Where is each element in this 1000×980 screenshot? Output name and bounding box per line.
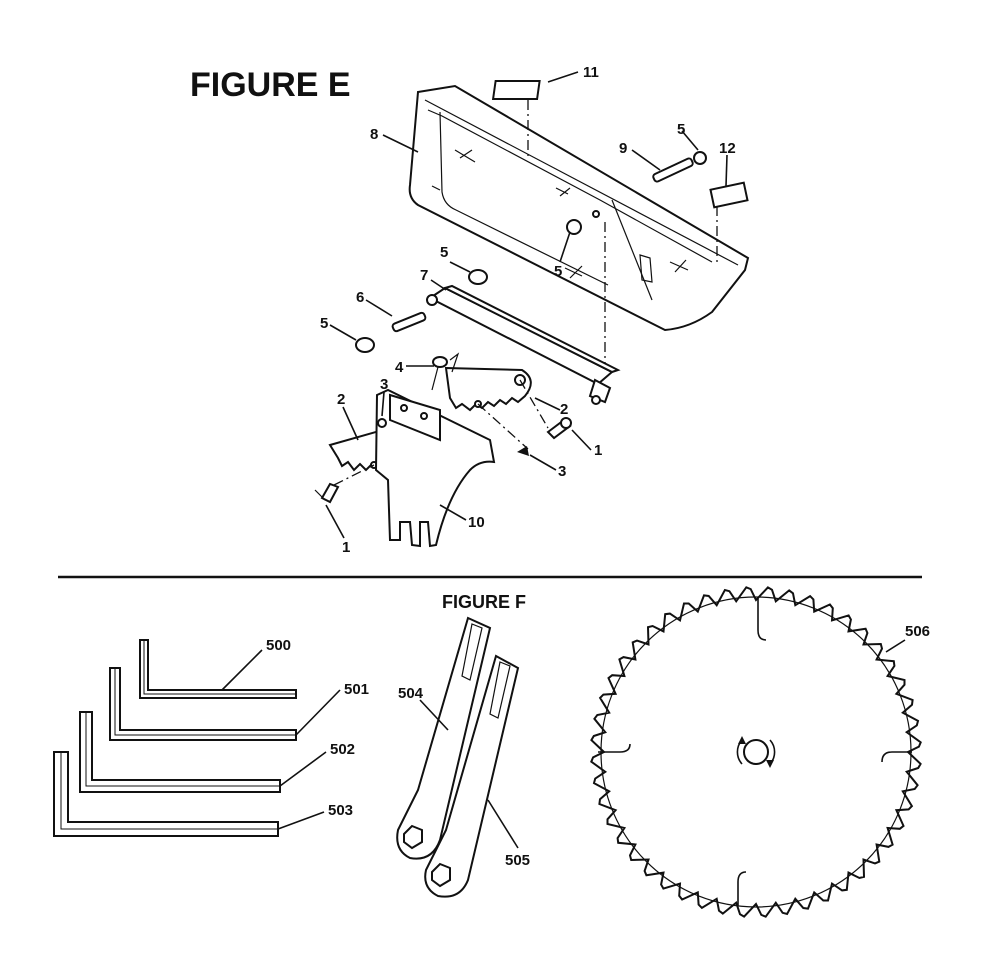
figure-f-title: FIGURE F	[442, 592, 526, 612]
blade-guard	[408, 84, 750, 332]
callout-3: 3	[558, 463, 566, 480]
hex-key-500	[139, 639, 297, 699]
callout-10: 10	[468, 514, 485, 531]
bolt-4	[431, 352, 460, 391]
hex-key-501	[109, 667, 297, 741]
figure-e-title: FIGURE E	[190, 66, 351, 104]
callout-500: 500	[266, 637, 291, 654]
callout-12: 12	[719, 140, 736, 157]
screw-1-left	[314, 482, 340, 504]
splitter-10	[374, 388, 496, 548]
callout-8: 8	[370, 126, 378, 143]
callout-5: 5	[440, 244, 448, 261]
pawl-2-right	[444, 366, 532, 412]
saw-blade-506	[590, 586, 922, 918]
figure-e-leaders	[325, 71, 728, 539]
figure-f-leaders	[221, 639, 906, 849]
callout-7: 7	[420, 267, 428, 284]
nut-3-lower	[517, 446, 529, 456]
washer-5-left	[355, 337, 375, 353]
callout-5: 5	[677, 121, 685, 138]
callout-506: 506	[905, 623, 930, 640]
nut-3-upper	[377, 418, 387, 428]
callout-2: 2	[337, 391, 345, 408]
hex-key-502	[79, 711, 281, 793]
callout-4: 4	[395, 359, 404, 376]
washer-5	[468, 269, 488, 285]
callout-11: 11	[583, 64, 599, 81]
callout-6: 6	[356, 289, 364, 306]
screw-1-right	[546, 417, 572, 440]
pin-6	[391, 311, 427, 333]
callout-1: 1	[594, 442, 602, 459]
pin-9	[652, 151, 707, 183]
callout-503: 503	[328, 802, 353, 819]
wrench-505	[424, 654, 520, 898]
callout-501: 501	[344, 681, 369, 698]
label-12-plate	[709, 181, 749, 209]
hex-key-503	[53, 751, 279, 837]
callout-3: 3	[380, 376, 388, 393]
callout-504: 504	[398, 685, 424, 702]
spreader-bar-7	[426, 284, 621, 405]
callout-9: 9	[619, 140, 627, 157]
callout-5: 5	[554, 263, 562, 280]
callout-1: 1	[342, 539, 350, 556]
callout-2: 2	[560, 401, 568, 418]
label-11-plate	[491, 80, 541, 100]
blade-teeth-outline	[590, 586, 922, 918]
callout-505: 505	[505, 852, 530, 869]
callout-5: 5	[320, 315, 328, 332]
callout-502: 502	[330, 741, 355, 758]
